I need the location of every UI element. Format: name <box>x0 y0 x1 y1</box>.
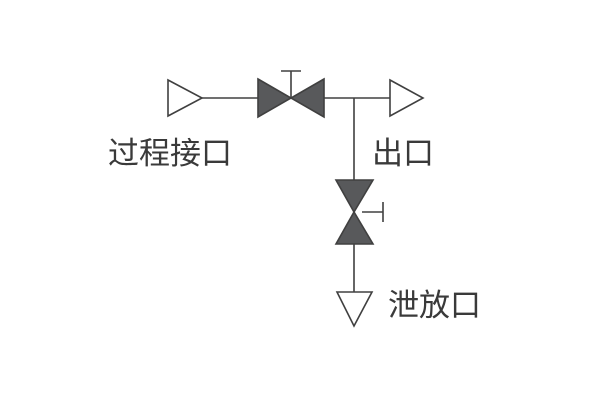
process-port-arrow-icon <box>167 78 204 118</box>
drain-valve-icon <box>334 179 384 245</box>
drain-label: 泄放口 <box>388 288 481 324</box>
drain-arrow-icon <box>335 291 374 328</box>
process-port-label: 过程接口 <box>108 136 232 172</box>
outlet-label: 出口 <box>372 136 434 172</box>
outlet-arrow-icon <box>389 78 425 118</box>
main-valve-icon <box>257 70 325 119</box>
